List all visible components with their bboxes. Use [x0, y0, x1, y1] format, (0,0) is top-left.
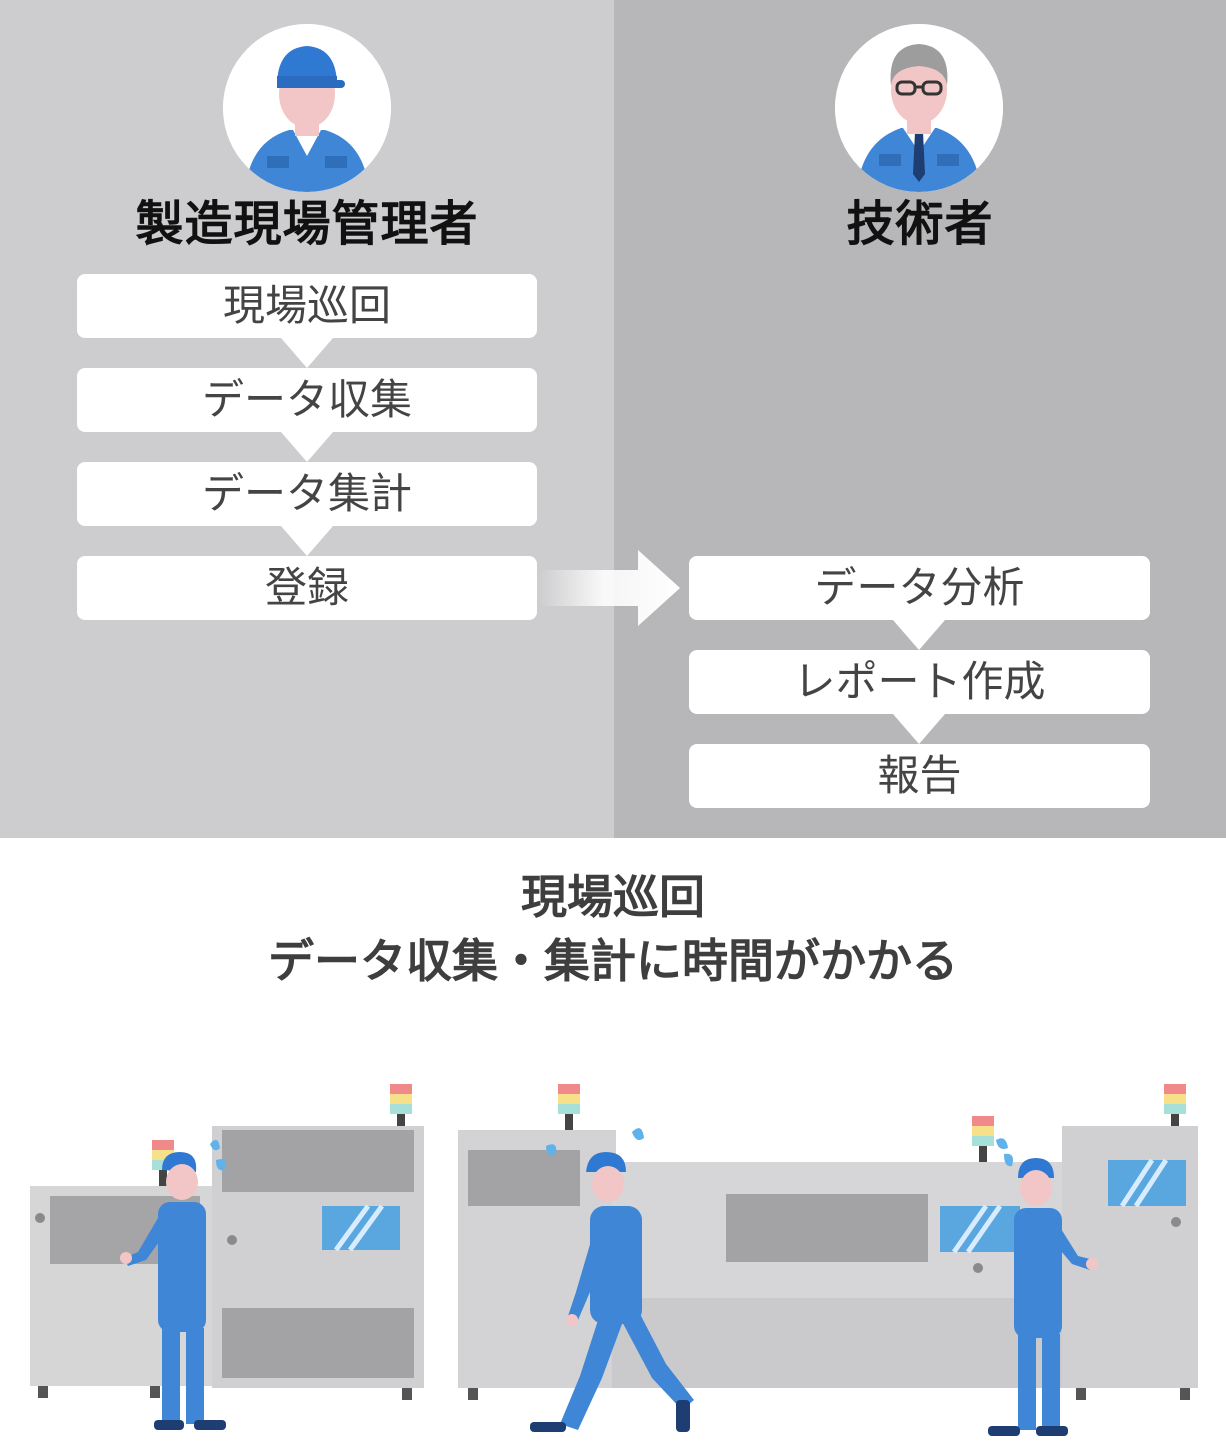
- right-arrow-icon: [538, 550, 680, 626]
- step-connector-triangle: [893, 714, 945, 744]
- worker-standing-left: [120, 1139, 226, 1430]
- caption-line1: 現場巡回: [521, 870, 705, 924]
- worker-cap-avatar-icon: [223, 24, 391, 192]
- step-data-collection: データ収集: [77, 368, 537, 432]
- engineer-glasses-avatar-icon: [835, 24, 1003, 192]
- machine-line-right: [458, 1084, 1198, 1400]
- caption-line2: データ収集・集計に時間がかかる: [268, 934, 958, 988]
- step-connector-triangle: [893, 620, 945, 650]
- step-report-creation: レポート作成: [689, 650, 1150, 714]
- step-connector-triangle: [281, 338, 333, 368]
- engineer-title: 技術者: [846, 196, 994, 252]
- step-site-patrol: 現場巡回: [77, 274, 537, 338]
- worker-standing-right: [988, 1138, 1098, 1436]
- engineer-avatar: [835, 24, 1003, 192]
- worker-walking-center: [530, 1128, 694, 1432]
- manager-avatar: [223, 24, 391, 192]
- manager-panel: 製造現場管理者 現場巡回 データ収集 データ集計 登録: [0, 0, 614, 838]
- machine-large-left: [212, 1084, 424, 1400]
- step-connector-triangle: [281, 432, 333, 462]
- manager-title: 製造現場管理者: [135, 196, 479, 252]
- factory-illustration: [30, 1084, 1198, 1436]
- step-registration: 登録: [77, 556, 537, 620]
- step-data-analysis: データ分析: [689, 556, 1150, 620]
- step-reporting: 報告: [689, 744, 1150, 808]
- step-connector-triangle: [281, 526, 333, 556]
- step-data-aggregation: データ集計: [77, 462, 537, 526]
